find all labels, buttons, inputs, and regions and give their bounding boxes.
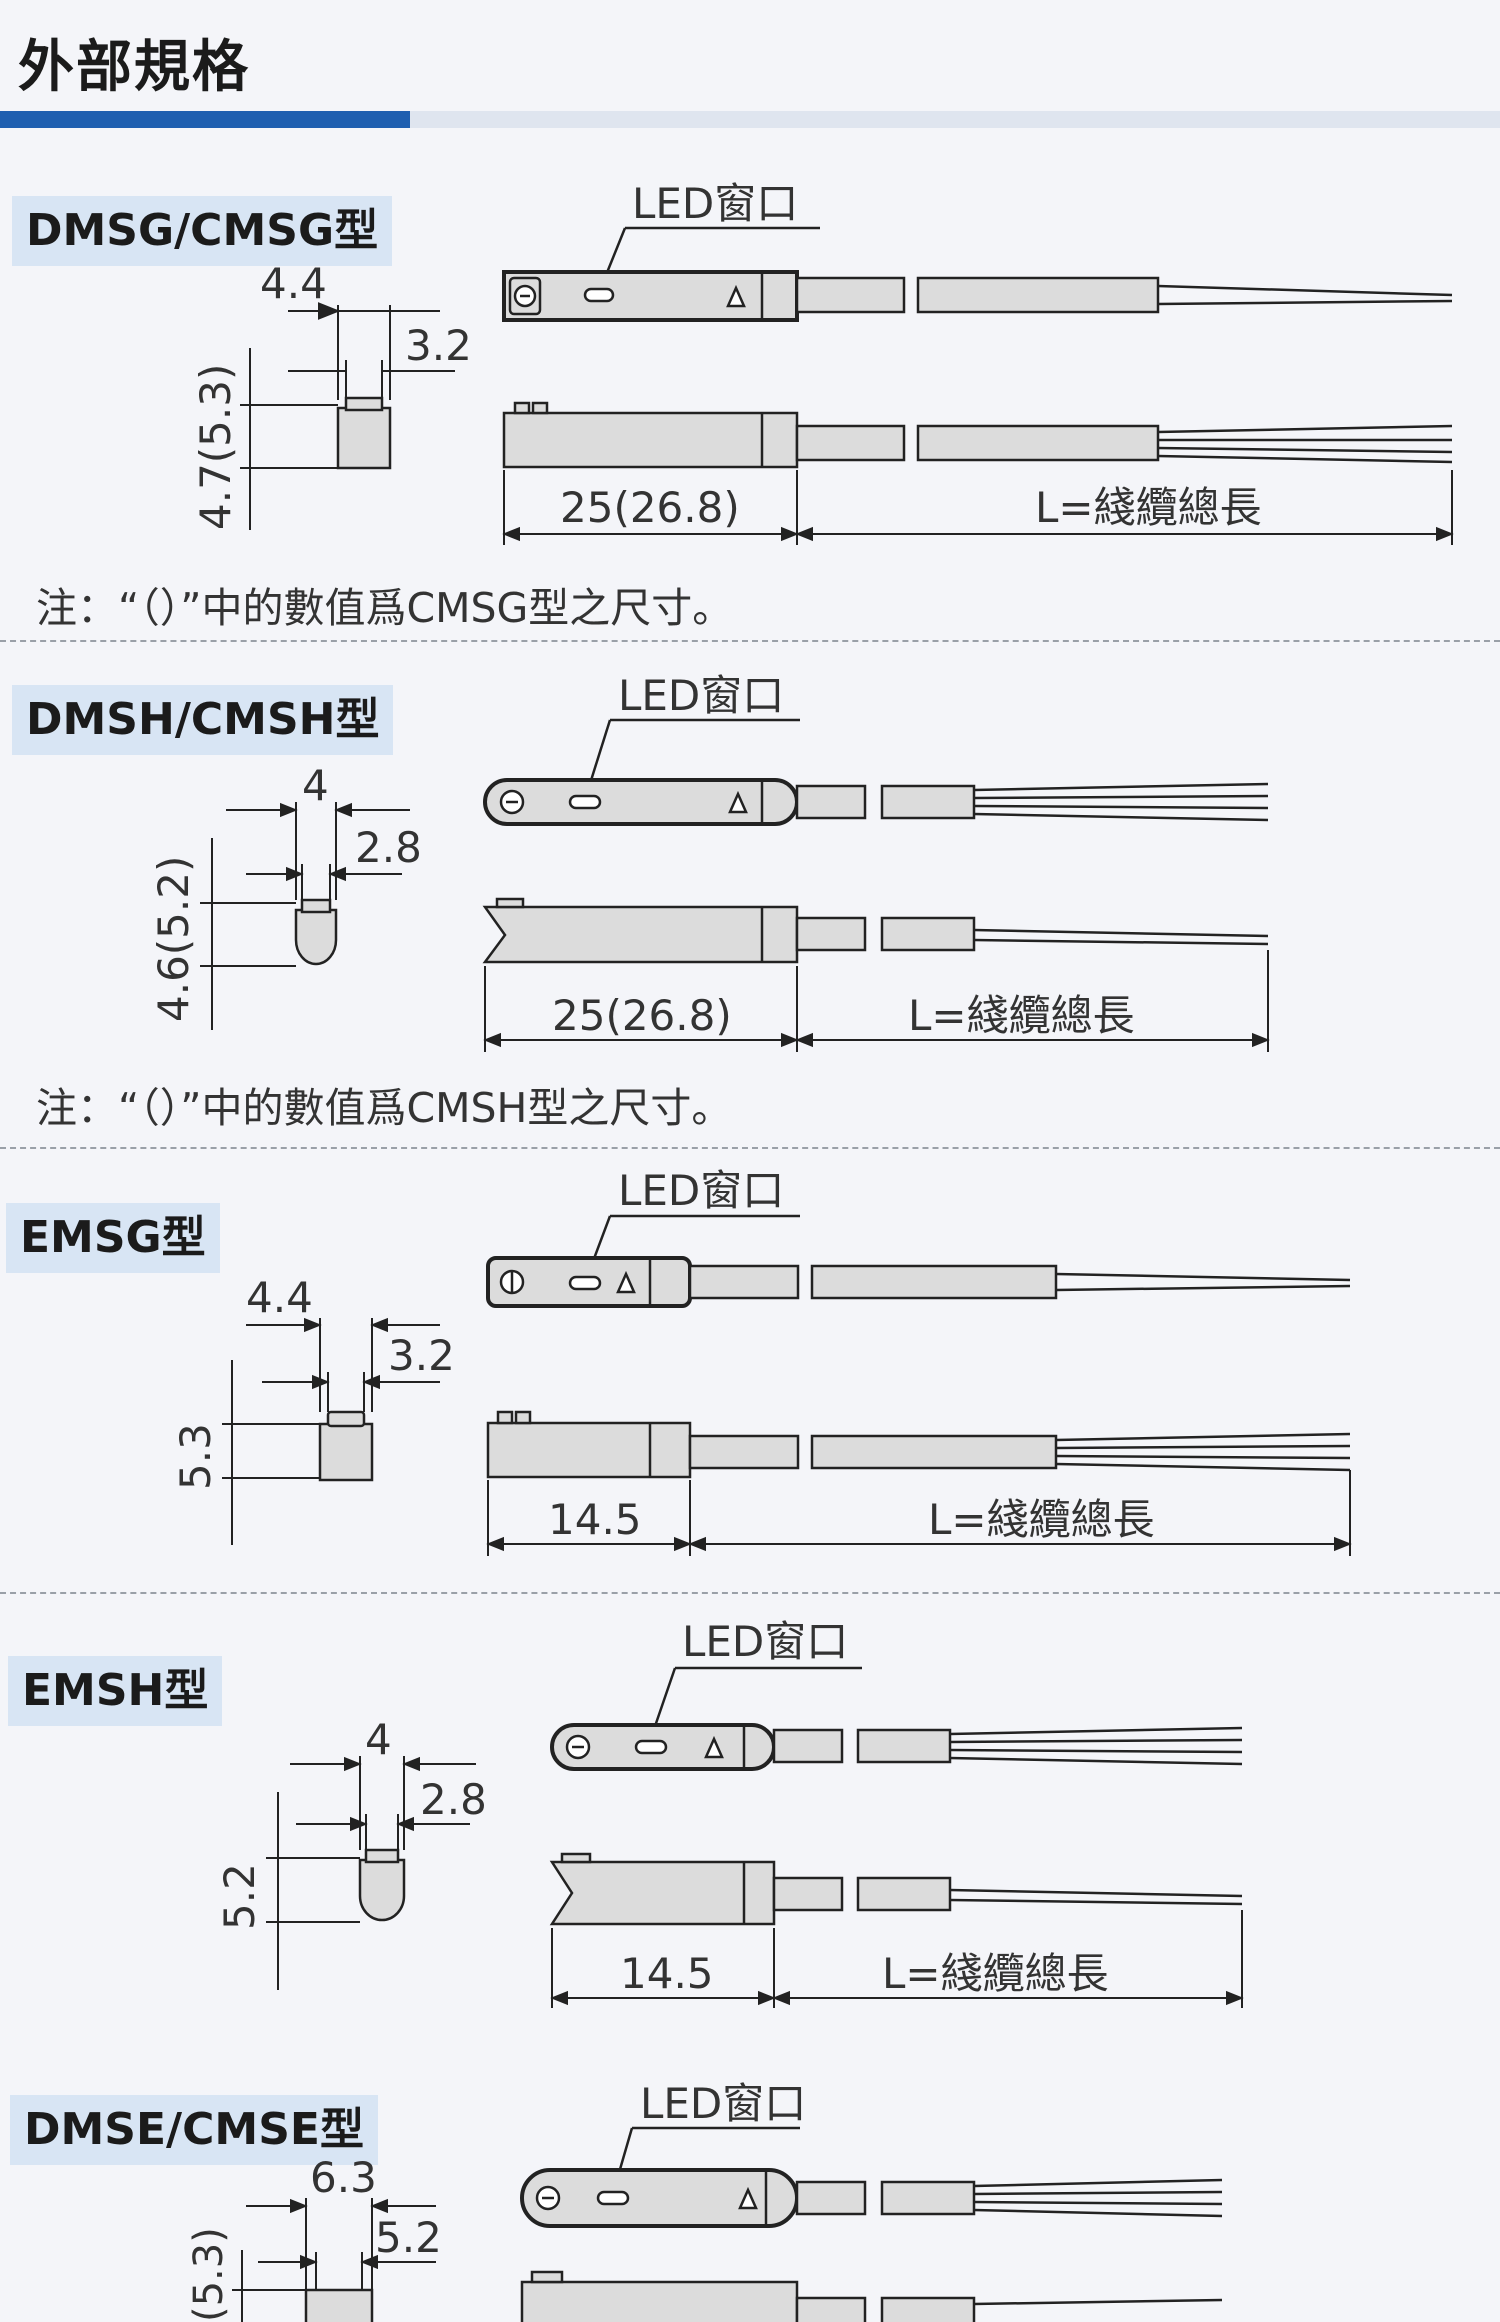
width-dimension: 6.3 bbox=[310, 2153, 377, 2202]
cable-length-dimension: L=綫纜總長 bbox=[908, 991, 1135, 1040]
body-length-dimension: 25(26.8) bbox=[560, 483, 740, 532]
cross-section bbox=[336, 406, 392, 470]
led-window bbox=[568, 794, 602, 810]
cable-length-dimension: L=綫纜總長 bbox=[928, 1495, 1155, 1544]
cross-section bbox=[358, 1858, 406, 1922]
cable-sleeve bbox=[880, 916, 976, 952]
width-dimension: 4 bbox=[302, 761, 329, 810]
separator bbox=[0, 640, 1500, 642]
model-label-dmsh: DMSH/CMSH型 bbox=[12, 685, 394, 755]
sensor-body-top-view bbox=[502, 270, 799, 322]
led-window bbox=[634, 1739, 668, 1755]
sensor-body-side-view bbox=[502, 411, 799, 469]
led-window bbox=[583, 287, 615, 303]
inner-dimension: 3.2 bbox=[388, 1331, 455, 1380]
cable-sleeve bbox=[772, 1728, 844, 1764]
cable-sleeve bbox=[795, 276, 906, 314]
cable-sleeve bbox=[795, 916, 867, 952]
section-dmsg: LED窗口 bbox=[191, 179, 1454, 545]
sensor-body-side-view bbox=[520, 2280, 799, 2322]
cross-section bbox=[318, 1422, 374, 1482]
model-label-emsh: EMSH型 bbox=[8, 1656, 223, 1726]
body-length-dimension: 25(26.8) bbox=[552, 991, 732, 1040]
cable-sleeve bbox=[856, 1728, 952, 1764]
led-window bbox=[596, 2190, 630, 2206]
title-underline bbox=[0, 111, 1500, 128]
led-label: LED窗口 bbox=[682, 1617, 848, 1666]
led-label: LED窗口 bbox=[632, 179, 798, 228]
cable-sleeve bbox=[880, 2296, 976, 2322]
note-dmsg: 注：“（）”中的數值爲CMSG型之尺寸。 bbox=[36, 584, 734, 632]
cable-sleeve bbox=[795, 2180, 867, 2216]
note-dmsh: 注：“（）”中的數值爲CMSH型之尺寸。 bbox=[36, 1084, 733, 1132]
model-label-dmsg: DMSG/CMSG型 bbox=[12, 196, 393, 266]
section-dmsh: LED窗口 4 2.8 4.6(5. bbox=[149, 671, 1270, 1052]
cable-sleeve bbox=[810, 1264, 1058, 1300]
section-dmse: LED窗口 6.3 5.2 (5.3) bbox=[186, 2079, 1223, 2322]
sensor-body-top-view bbox=[520, 2168, 799, 2228]
width-dimension: 4.4 bbox=[260, 259, 327, 308]
led-window bbox=[568, 1275, 602, 1291]
cable-length-dimension: L=綫纜總長 bbox=[882, 1949, 1109, 1998]
cable-sleeve bbox=[880, 784, 976, 820]
height-dimension: 4.6(5.2) bbox=[149, 856, 198, 1022]
cross-section bbox=[294, 908, 338, 966]
inner-dimension: 2.8 bbox=[355, 823, 422, 872]
height-dimension: (5.3) bbox=[186, 2227, 232, 2322]
inner-dimension: 3.2 bbox=[405, 321, 472, 370]
body-length-dimension: 14.5 bbox=[548, 1495, 642, 1544]
cross-section bbox=[304, 2288, 374, 2322]
cable-sleeve bbox=[795, 424, 906, 462]
width-dimension: 4.4 bbox=[246, 1273, 313, 1322]
cable-sleeve bbox=[688, 1434, 800, 1470]
title-accent-bar bbox=[0, 111, 410, 128]
model-label-emsg: EMSG型 bbox=[6, 1203, 220, 1273]
cable-length-dimension: L=綫纜總長 bbox=[1035, 483, 1262, 532]
section-emsg: LED窗口 4.4 3.2 bbox=[171, 1166, 1352, 1556]
sensor-body-side-view bbox=[486, 1421, 692, 1479]
separator bbox=[0, 1147, 1500, 1149]
inner-dimension: 2.8 bbox=[420, 1775, 487, 1824]
height-dimension: 5.2 bbox=[215, 1863, 264, 1930]
cable-sleeve bbox=[916, 424, 1160, 462]
section-emsh: LED窗口 4 2.8 5.2 bbox=[215, 1617, 1244, 2008]
inner-dimension: 5.2 bbox=[375, 2213, 442, 2262]
sensor-body-side-view bbox=[482, 905, 799, 964]
cable-sleeve bbox=[810, 1434, 1058, 1470]
sensor-body-side-view bbox=[549, 1860, 776, 1926]
sensor-body-top-view bbox=[483, 778, 799, 826]
led-label: LED窗口 bbox=[640, 2079, 806, 2128]
body-length-dimension: 14.5 bbox=[620, 1949, 714, 1998]
height-dimension: 4.7(5.3) bbox=[191, 364, 240, 530]
model-label-dmse: DMSE/CMSE型 bbox=[10, 2095, 378, 2165]
cable-sleeve bbox=[916, 276, 1160, 314]
cable-sleeve bbox=[880, 2180, 976, 2216]
led-label: LED窗口 bbox=[618, 1166, 784, 1215]
cable-sleeve bbox=[795, 2296, 867, 2322]
width-dimension: 4 bbox=[365, 1715, 392, 1764]
led-label: LED窗口 bbox=[618, 671, 784, 720]
cable-sleeve bbox=[772, 1876, 844, 1912]
page-title: 外部規格 bbox=[18, 35, 250, 100]
height-dimension: 5.3 bbox=[171, 1423, 220, 1490]
cable-sleeve bbox=[795, 784, 867, 820]
separator bbox=[0, 1592, 1500, 1594]
cable-sleeve bbox=[688, 1264, 800, 1300]
cable-sleeve bbox=[856, 1876, 952, 1912]
